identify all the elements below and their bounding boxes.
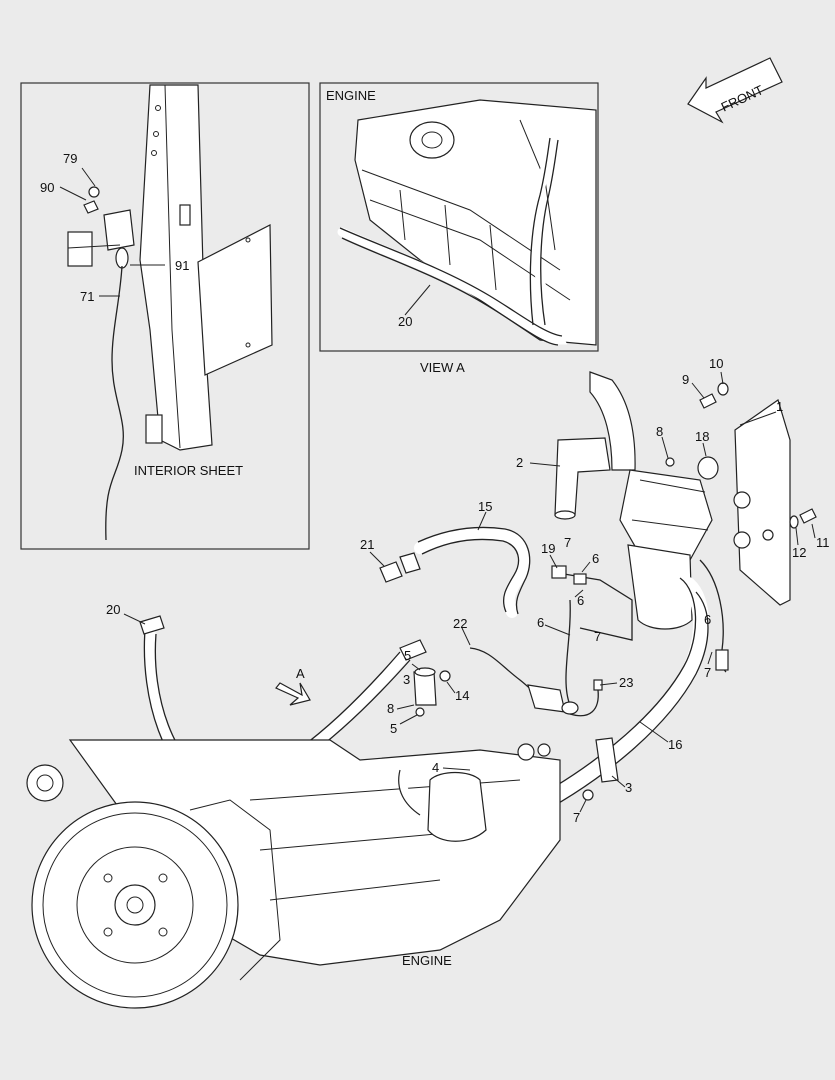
canister [627,544,693,630]
view-arrow-label: A [296,666,305,681]
view-a-engine-caption: ENGINE [326,88,376,103]
interior-sheet-frame [20,82,310,550]
callout-3-clamp: 3 [625,780,632,795]
callout-7-b: 7 [594,629,601,644]
callout-7-d: 7 [573,810,580,825]
view-a-hose-20 [339,227,563,337]
pillar [139,84,213,451]
callout-21: 21 [360,537,374,552]
callout-19: 19 [541,541,555,556]
engine-assembly: ENGINE [26,739,561,1009]
callout-6-b: 6 [577,593,584,608]
flywheel-hub [114,884,156,926]
main-engine-caption: ENGINE [402,953,452,968]
clip [179,204,191,226]
callout-3-valve: 3 [403,672,410,687]
callout-1: 1 [776,399,783,414]
callout-7-a: 7 [564,535,571,550]
view-a-frame [319,82,599,352]
mount-bracket [103,209,135,251]
callout-90: 90 [40,180,54,195]
fitting-21 [379,561,403,583]
callout-22: 22 [453,616,467,631]
washer-12 [789,515,799,529]
callout-8-bottom: 8 [387,701,394,716]
callout-14: 14 [455,688,469,703]
callout-12: 12 [792,545,806,560]
nut-8 [665,457,675,467]
view-a-callout-20: 20 [398,314,412,329]
bolt-90 [83,200,99,214]
front-arrow: FRONT [687,57,783,124]
nut-7 [582,789,594,801]
view-a-arrow [275,682,311,706]
callout-79: 79 [63,151,77,166]
main-assembly: A [139,371,817,846]
bolt-9 [699,393,717,409]
callout-6-c: 6 [537,615,544,630]
o-ring-18 [697,456,719,480]
sensor-wire-23 [569,689,599,717]
callout-23: 23 [619,675,633,690]
callout-5-bottom: 5 [390,721,397,736]
foot-bracket [145,414,163,444]
clamp-3 [595,737,619,783]
bolt-11 [799,508,817,524]
oil-filter [427,771,487,842]
callout-4: 4 [432,760,439,775]
view-a-engine-block [354,99,597,346]
front-arrow-shape [687,57,783,124]
plug-14 [439,670,451,682]
view-a-caption: VIEW A [420,360,465,375]
sensor-body [527,684,566,713]
wire-71 [105,265,124,541]
washer-79 [88,186,100,198]
callout-10: 10 [709,356,723,371]
callout-8-top: 8 [656,424,663,439]
bracket-plate-1 [734,399,791,606]
callout-11: 11 [816,535,830,550]
side-sheet [197,224,273,376]
filler-cap [409,121,455,159]
callout-20-main: 20 [106,602,120,617]
wire-harness-19 [551,571,633,641]
grommet [115,247,129,269]
callout-5-top: 5 [404,648,411,663]
interior-sheet-caption: INTERIOR SHEET [134,463,243,478]
washer-5 [415,707,425,717]
callout-2: 2 [516,455,523,470]
view-a-inset: ENGINE 20 VIEW A [319,82,599,375]
callout-9: 9 [682,372,689,387]
callout-71: 71 [80,289,94,304]
callout-7-c: 7 [704,665,711,680]
connector-block [67,231,93,267]
callout-6-a: 6 [592,551,599,566]
riser-pipe [589,371,636,471]
washer-10 [717,382,729,396]
callout-91: 91 [175,258,189,273]
callout-18: 18 [695,429,709,444]
hose-15 [417,526,531,615]
callout-16: 16 [668,737,682,752]
elbow-pipe-2 [554,437,611,516]
interior-sheet-inset: 79 90 91 71 INTERIOR SHEET [20,82,310,550]
main-callouts: 10 9 1 8 18 2 15 21 19 7 6 6 6 7 12 11 6… [106,356,830,825]
hose-4 [398,769,421,816]
valve-3 [413,671,437,706]
callout-15: 15 [478,499,492,514]
callout-6-d: 6 [704,612,711,627]
